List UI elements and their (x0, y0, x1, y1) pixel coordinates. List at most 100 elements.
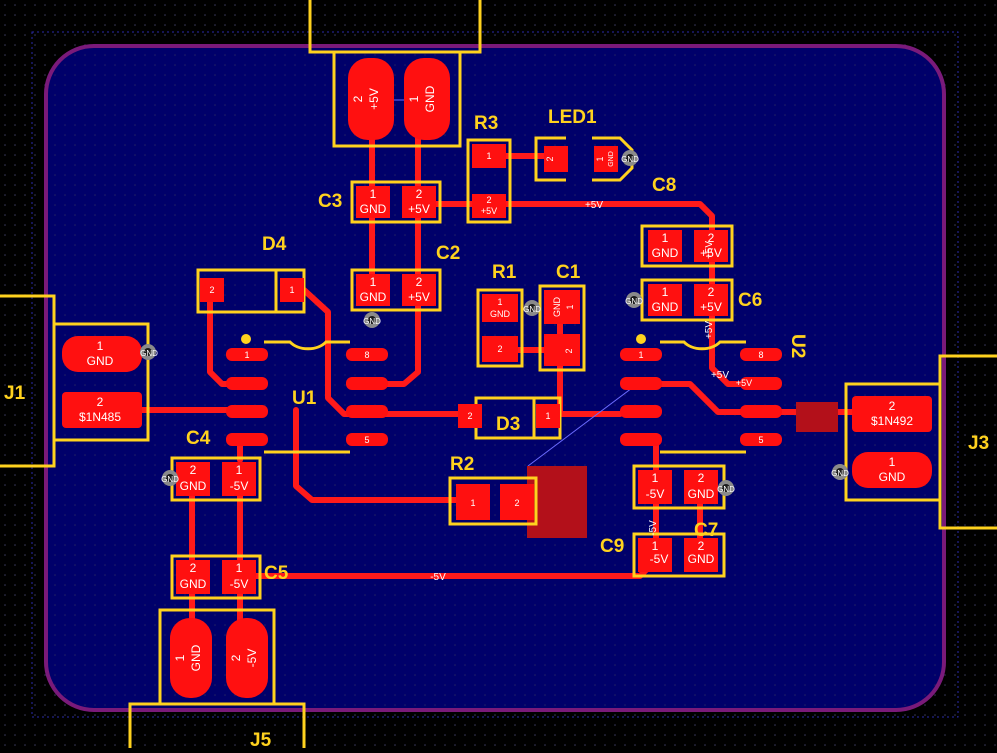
via-gnd[interactable]: GND (161, 470, 179, 486)
via-gnd[interactable]: GND (717, 480, 735, 496)
ref-u2: U2 (787, 334, 808, 358)
component-r3[interactable]: 1 2 +5V R3 (466, 113, 512, 224)
copper-pad-j3-tab[interactable] (796, 402, 838, 432)
component-r2[interactable]: 1 2 R2 (448, 454, 538, 526)
ref-c9: C9 (600, 536, 624, 557)
ref-c1: C1 (556, 262, 581, 283)
via-gnd[interactable]: GND (831, 464, 849, 480)
component-d3[interactable]: 2 1 D3 (458, 396, 562, 440)
connector-j5[interactable]: 1 GND 2 -5V J5 (128, 608, 306, 753)
ref-r2: R2 (450, 454, 474, 475)
ref-r1: R1 (492, 262, 517, 283)
pad-label: 1 (407, 95, 421, 102)
trace-net-label: +5V (704, 321, 715, 339)
pad-net: $1N492 (871, 414, 913, 428)
component-c1[interactable]: GND 1 2 C1 (538, 262, 586, 372)
pad-label: 1 (889, 455, 896, 469)
pad-label: 8 (364, 350, 369, 360)
pad-label: 1 (370, 275, 377, 289)
connector-j3[interactable]: 2 $1N492 1 GND J3 (844, 354, 997, 530)
ref-led1: LED1 (548, 107, 597, 128)
pad-net: GND (87, 354, 114, 368)
component-c8[interactable]: 1 GND 2 +5V C8 (640, 175, 734, 268)
pad-net: +5V (408, 290, 430, 304)
pad-label: 1 (370, 187, 377, 201)
pad-label: 1 (486, 151, 491, 161)
via-gnd[interactable]: GND (140, 344, 158, 360)
board-edge-cuts[interactable] (44, 44, 946, 712)
pad-label: 1 (662, 285, 669, 299)
pad-label: 2 (486, 195, 491, 205)
pad-net: -5V (245, 649, 259, 668)
component-c4[interactable]: 2 GND 1 -5V C4 (170, 428, 262, 502)
pad-net: -5V (646, 487, 665, 501)
pad-net: GND (879, 470, 906, 484)
pad-label: 1 (497, 297, 502, 307)
pad-label: 2 (698, 539, 705, 553)
trace-net-label: +5V (704, 241, 715, 259)
pad-label: 1 (652, 539, 659, 553)
via-gnd[interactable]: GND (625, 292, 643, 308)
pad-label: 2 (209, 285, 214, 295)
pad-label: 1 (652, 471, 659, 485)
pad-net: GND (652, 246, 679, 260)
trace-net-label: -5V (648, 520, 659, 536)
pad-label: 2 (190, 561, 197, 575)
ratsnest-line-2 (527, 381, 641, 467)
ref-c6: C6 (738, 290, 762, 311)
component-c5[interactable]: 2 GND 1 -5V C5 (170, 554, 289, 600)
via-net: GND (621, 155, 639, 164)
ref-c8: C8 (652, 175, 676, 196)
via-gnd[interactable]: GND (363, 312, 381, 328)
component-d4[interactable]: 2 1 D4 (196, 234, 306, 314)
via-net: GND (831, 469, 849, 478)
pad-net: GND (608, 151, 615, 167)
via-net: GND (625, 297, 643, 306)
via-net: GND (523, 305, 541, 314)
connector-j1[interactable]: 1 GND 2 $1N485 J1 (0, 294, 150, 468)
component-c2[interactable]: 1 GND 2 +5V C2 (350, 243, 460, 312)
component-c9[interactable]: 1 -5V 2 GND C9 (600, 464, 726, 557)
connector-top[interactable]: 2 +5V 1 GND (308, 0, 482, 148)
pad-label: 2 (708, 285, 715, 299)
via-net: GND (161, 475, 179, 484)
via-gnd[interactable]: GND (621, 150, 639, 166)
trace-u1-r2[interactable] (293, 407, 471, 503)
pad-label: 2 (190, 463, 197, 477)
ref-j3: J3 (968, 433, 989, 454)
component-c3[interactable]: 1 GND 2 +5V C3 (318, 180, 442, 224)
pad-label: 2 (564, 348, 574, 353)
pad-net: GND (189, 644, 203, 671)
pad-net: GND (490, 309, 511, 319)
pad-label: 1 (173, 654, 187, 661)
pad-net: +5V (736, 378, 752, 388)
pad-label: 1 (236, 463, 243, 477)
pad-net: -5V (230, 577, 249, 591)
pad-net: GND (423, 85, 437, 112)
via-net: GND (363, 317, 381, 326)
pad-label: 1 (662, 231, 669, 245)
pad-label: 2 (514, 498, 519, 508)
pad-label: 2 (545, 156, 555, 161)
pad-label: 1 (244, 350, 249, 360)
component-u1[interactable]: 1 8 5 U1 (226, 334, 388, 454)
component-c6[interactable]: 1 GND 2 +5V C6 (640, 278, 762, 322)
component-led1[interactable]: 2 1 GND LED1 (534, 107, 634, 182)
pad-label: 5 (364, 435, 369, 445)
pad-net: -5V (230, 479, 249, 493)
pad-net: +5V (408, 202, 430, 216)
pad-net: -5V (650, 552, 669, 566)
pad-net: GND (360, 290, 387, 304)
component-r1[interactable]: 1 GND 2 R1 (476, 262, 524, 368)
pad-label: 1 (595, 156, 605, 161)
pad-label: 2 (416, 275, 423, 289)
pad-net: GND (688, 487, 715, 501)
via-gnd[interactable]: GND (523, 300, 541, 316)
component-c7[interactable]: 1 -5V 2 GND C7 (632, 520, 726, 578)
ref-d4: D4 (262, 234, 287, 255)
pad-label: 2 (351, 95, 365, 102)
trace-net-label: +5V (711, 370, 729, 381)
pad-label: 1 (97, 339, 104, 353)
component-u2[interactable]: 1 8 5 +5V U2 (620, 334, 808, 454)
